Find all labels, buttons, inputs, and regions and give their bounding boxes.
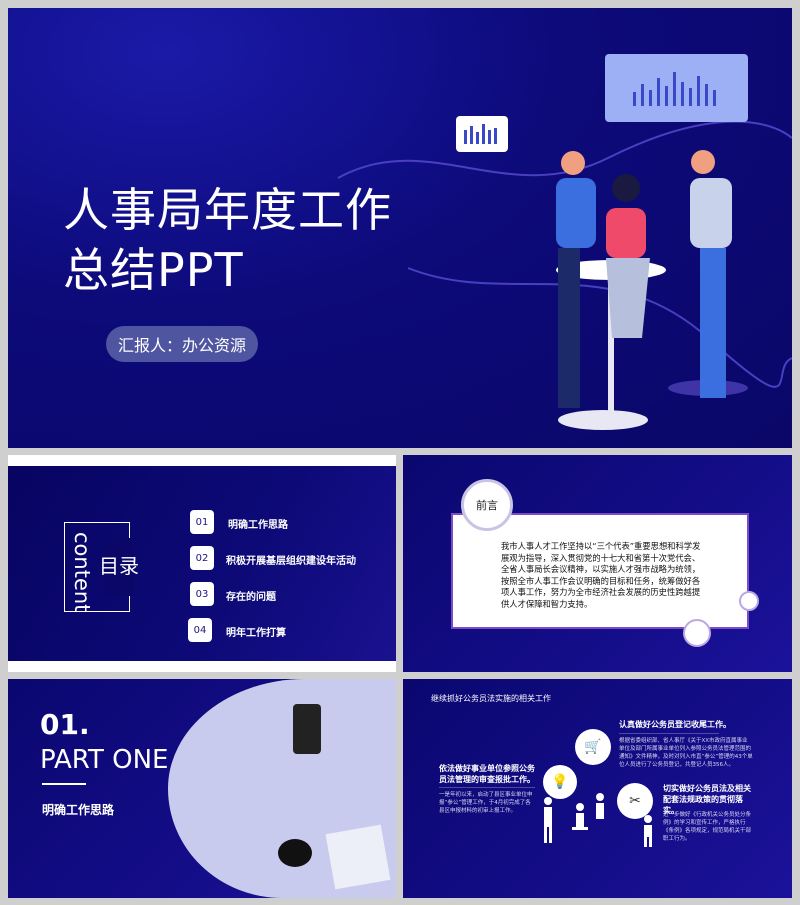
left-body: 一是年初以来，启动了县区事业单位申报“参公”管理工作，于4月初完成了各县区申报材…	[439, 792, 533, 814]
top-heading: 认真做好公务员登记收尾工作。	[619, 720, 731, 729]
slide-preface[interactable]: 我市人事人才工作坚持以“三个代表”重要思想和科学发展观为指导，深入贯彻党的十七大…	[403, 455, 792, 672]
item-number: 02	[190, 546, 214, 570]
cover-title: 人事局年度工作总结PPT	[63, 180, 392, 300]
part-label: PART ONE	[40, 745, 169, 775]
slide-cover[interactable]: 人事局年度工作总结PPT 汇报人：办公资源	[8, 8, 792, 448]
divider	[439, 787, 535, 788]
contents-item[interactable]: 存在的问题	[226, 592, 276, 603]
title-line-2: 总结PPT	[63, 243, 244, 297]
slide-title: 继续抓好公务员法实施的相关工作	[431, 694, 551, 703]
preface-body: 我市人事人才工作坚持以“三个代表”重要思想和科学发展观为指导，深入贯彻党的十七大…	[501, 541, 701, 609]
chat-bubble-illustration	[456, 116, 508, 152]
wave-lines	[337, 120, 792, 388]
preface-card: 我市人事人才工作坚持以“三个代表”重要思想和科学发展观为指导，深入贯彻党的十七大…	[451, 513, 749, 629]
decor-circle	[683, 619, 711, 647]
slide-civil-service[interactable]: 继续抓好公务员法实施的相关工作 💡 🛒 ✂ 依法做好事业单位参照公务员法管理的审…	[403, 679, 792, 898]
slide-contents[interactable]: content 目录 01 明确工作思路 02 积极开展基层组织建设年活动 03…	[8, 455, 396, 672]
part-subtitle: 明确工作思路	[42, 803, 115, 817]
contents-panel: content 目录 01 明确工作思路 02 积极开展基层组织建设年活动 03…	[8, 466, 396, 661]
left-heading: 依法做好事业单位参照公务员法管理的审查报批工作。	[439, 764, 535, 784]
people-illustration	[556, 150, 748, 430]
preface-badge: 前言	[461, 479, 513, 531]
paper-image	[325, 824, 391, 890]
divider	[619, 733, 719, 734]
right-heading: 切实做好公务员法及相关配套法规政策的贯彻落实。	[663, 784, 751, 815]
cart-icon: 🛒	[575, 729, 611, 765]
top-body: 根据省委组织部、省人事厅《关于XX市政府直属事业单位及部门所属事业单位列入参照公…	[619, 738, 753, 768]
preface-badge-label: 前言	[476, 499, 498, 512]
reporter-badge: 汇报人：办公资源	[106, 326, 259, 362]
lightbulb-icon: 💡	[543, 765, 577, 799]
tools-icon: ✂	[617, 783, 653, 819]
slide-part-one[interactable]: 01. PART ONE 明确工作思路	[8, 679, 396, 898]
item-number: 04	[188, 618, 212, 642]
phone-image	[293, 704, 321, 754]
part-number: 01.	[40, 708, 90, 741]
right-body: 进一步做好《行政机关公务员处分条例》的学习和宣传工作，严格执行《条例》各项规定，…	[663, 812, 752, 842]
item-number: 03	[190, 582, 214, 606]
cup-image	[278, 839, 312, 867]
chart-card-illustration	[605, 54, 748, 122]
decor-circle	[739, 591, 759, 611]
item-number: 01	[190, 510, 214, 534]
people-figures-illustration	[544, 793, 652, 847]
content-label: content	[70, 532, 94, 613]
divider	[42, 783, 86, 785]
contents-item[interactable]: 明确工作思路	[228, 520, 288, 531]
frame-gap	[104, 538, 134, 596]
contents-item[interactable]: 明年工作打算	[226, 628, 286, 639]
title-line-1: 人事局年度工作	[63, 183, 392, 237]
contents-item[interactable]: 积极开展基层组织建设年活动	[226, 556, 356, 567]
contents-heading: 目录	[99, 554, 139, 578]
